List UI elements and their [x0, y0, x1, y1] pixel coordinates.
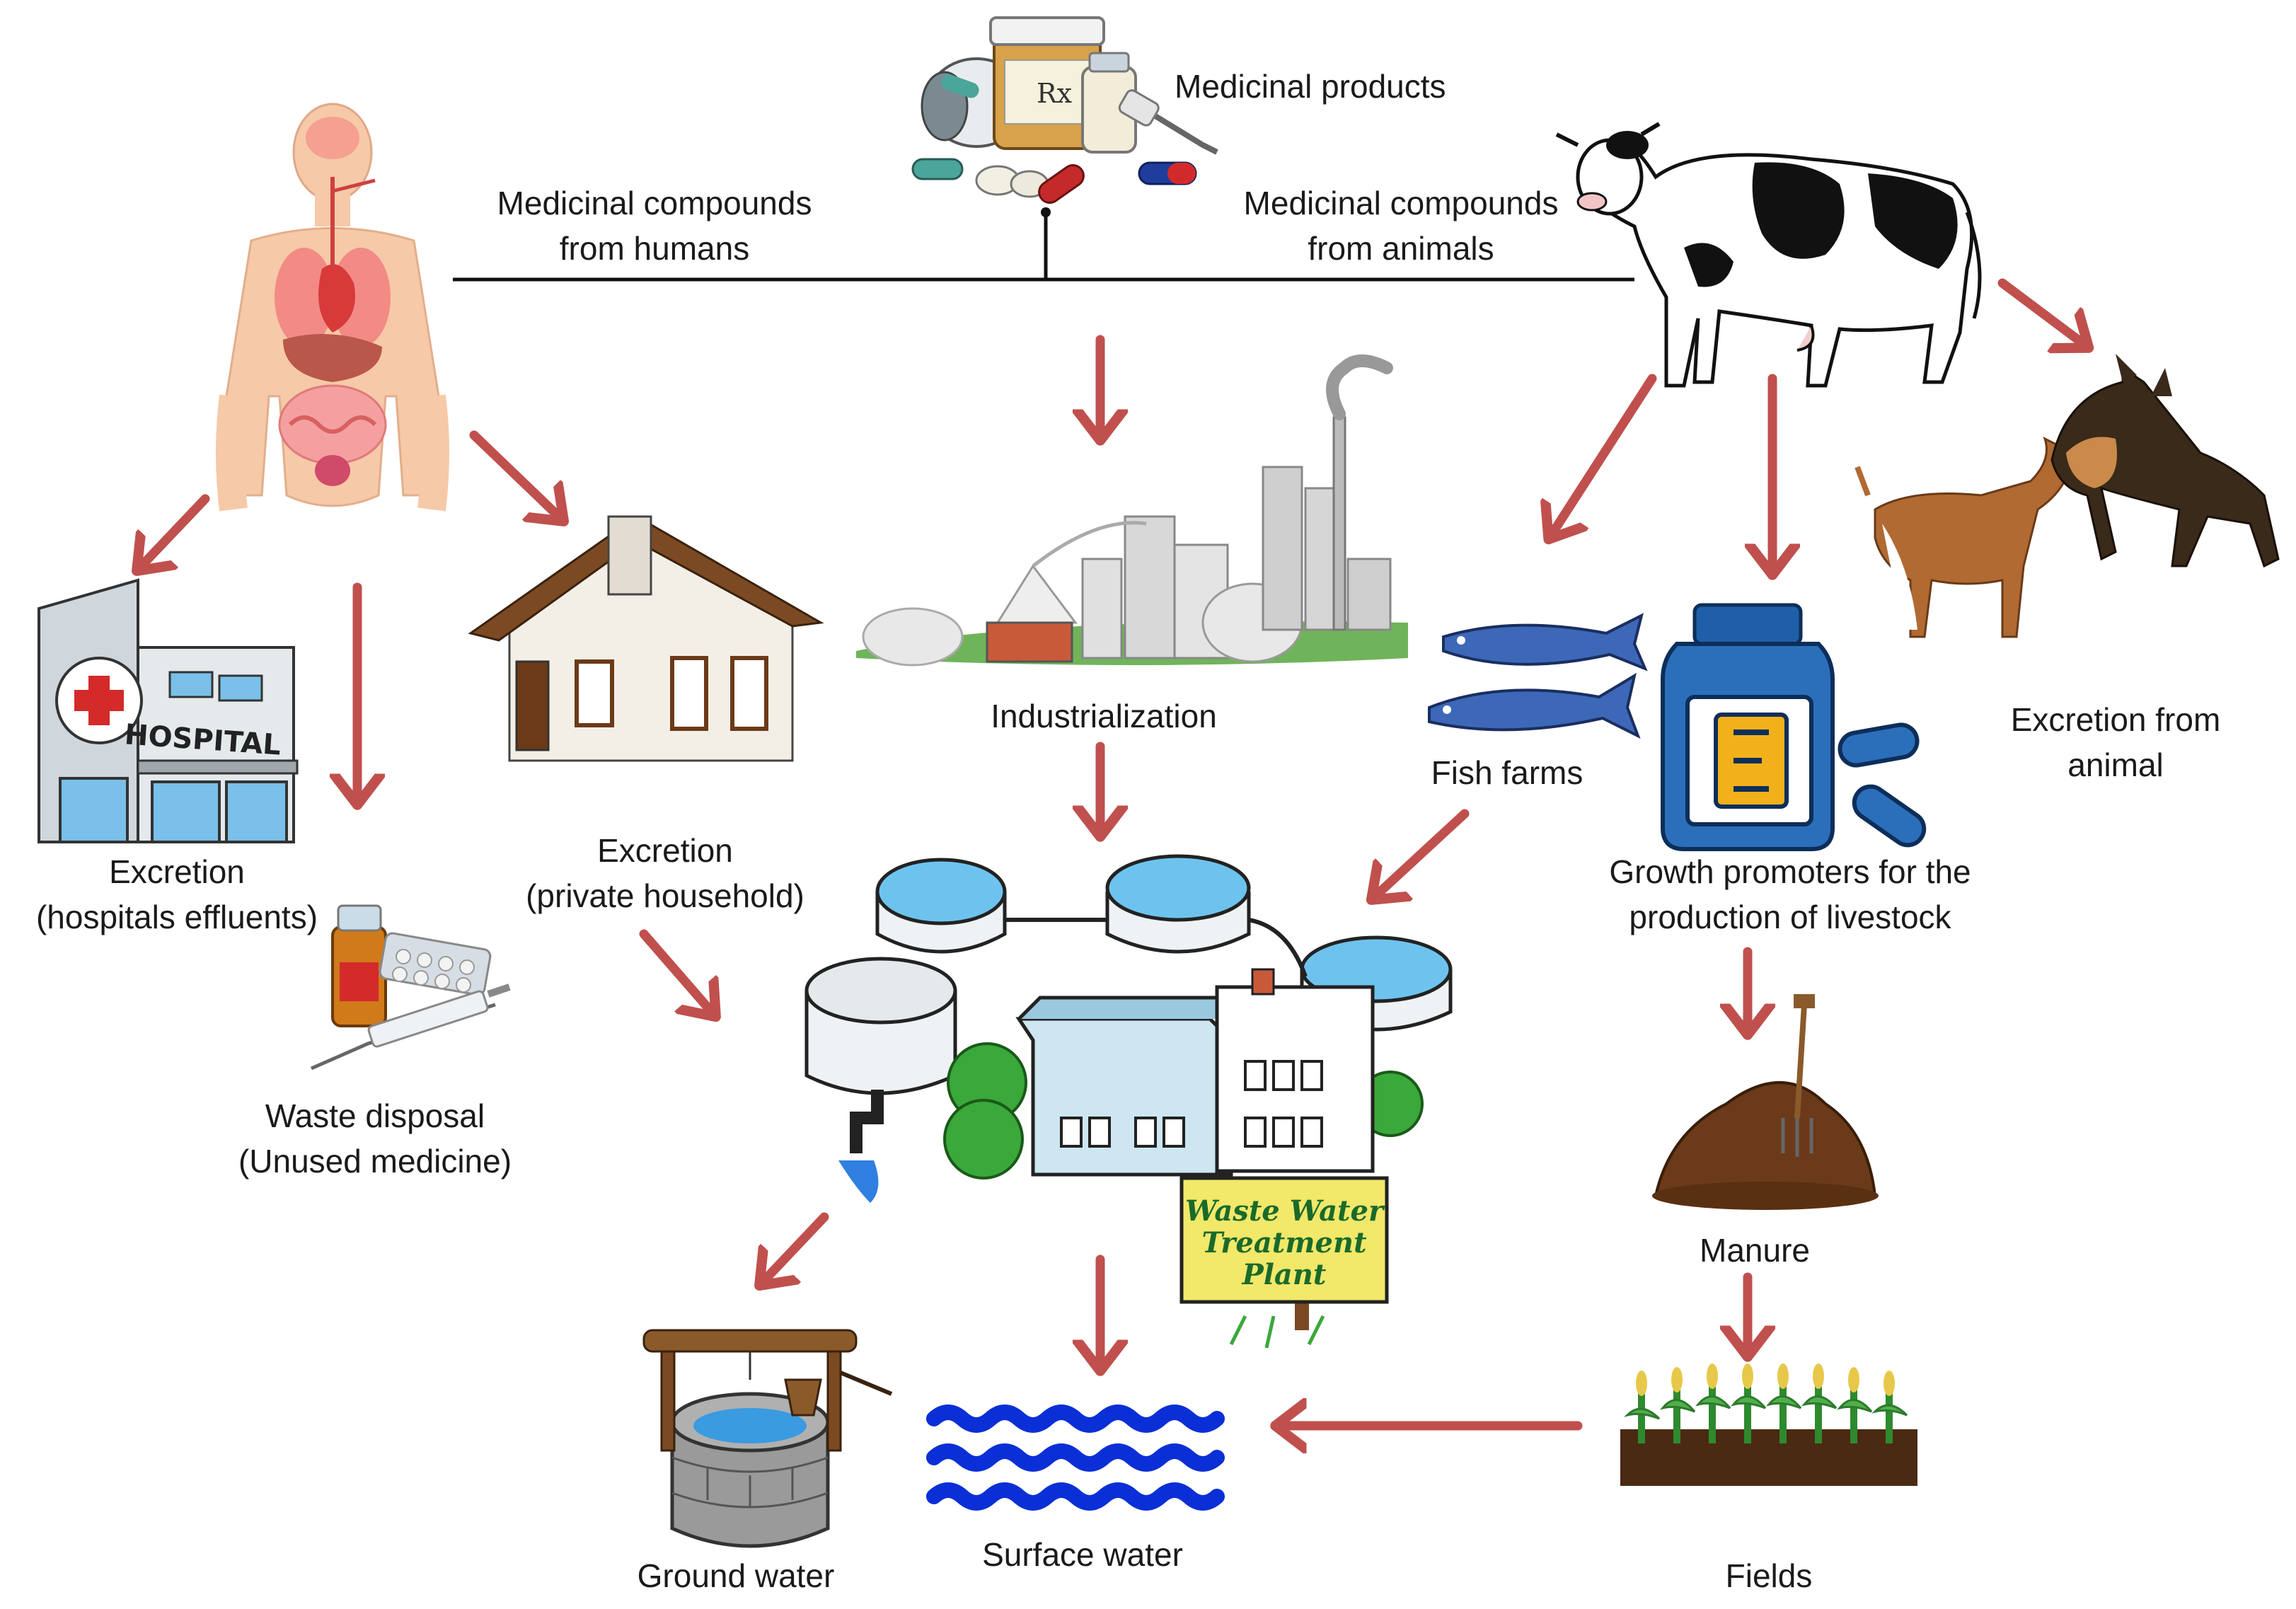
arrow-fish-to-plant [1373, 809, 1470, 899]
label-hospital-line-1: Excretion [109, 853, 245, 890]
label-from-animals-line-2: from animals [1308, 230, 1494, 267]
human-body-icon [216, 103, 449, 512]
label-fish-farms: Fish farms [1431, 754, 1583, 791]
medicine-bottles-icon: Rx [911, 16, 1218, 204]
waste-medicine-icon [310, 904, 511, 1071]
arrow-house-to-plant [639, 929, 715, 1015]
label-surface-water: Surface water [982, 1536, 1183, 1573]
label-waste-disposal-line-2: (Unused medicine) [238, 1143, 512, 1180]
surface-water-icon [926, 1405, 1225, 1511]
label-from-animals-line-1: Medicinal compounds [1243, 185, 1559, 221]
medicine-jar-icon [1661, 603, 1927, 851]
plant-sign-line-3: Plant [1242, 1258, 1327, 1291]
treatment-plant-icon: Waste Water Treatment Plant [804, 854, 1453, 1349]
label-ground-water: Ground water [637, 1557, 835, 1594]
arrow-human-to-house [469, 430, 563, 520]
label-household-line-1: Excretion [597, 832, 733, 869]
arrow-plant-to-ground [761, 1212, 829, 1284]
label-industrialization: Industrialization [991, 698, 1217, 734]
arrow-cow-to-fish [1550, 374, 1657, 538]
label-from-humans-line-2: from humans [559, 230, 750, 267]
label-from-humans: Medicinal compounds from humans [463, 180, 846, 271]
label-waste-disposal-line-1: Waste disposal [265, 1097, 485, 1134]
label-from-humans-line-1: Medicinal compounds [497, 185, 812, 221]
label-growth-promoters-line-2: production of livestock [1629, 899, 1951, 935]
goat-dog-icon [1854, 354, 2280, 638]
cow-icon [1555, 122, 1982, 388]
label-excretion-animal-line-2: animal [2067, 746, 2164, 783]
arrow-cow-to-animals [1997, 278, 2087, 347]
label-growth-promoters-line-1: Growth promoters for the [1609, 853, 1971, 890]
label-household: Excretion (private household) [495, 828, 835, 918]
label-medicinal-products: Medicinal products [1175, 68, 1446, 105]
label-manure: Manure [1700, 1232, 1810, 1269]
label-fields: Fields [1725, 1557, 1813, 1594]
plant-sign-line-1: Waste Water [1185, 1194, 1385, 1228]
well-icon [642, 1329, 893, 1548]
label-household-line-2: (private household) [526, 877, 804, 914]
label-excretion-animal-line-1: Excretion from [2010, 701, 2221, 738]
rx-label: Rx [1037, 78, 1072, 109]
field-icon [1620, 1363, 1917, 1486]
manure-icon [1652, 994, 1879, 1210]
label-from-animals: Medicinal compounds from animals [1210, 180, 1592, 271]
label-growth-promoters: Growth promoters for the production of l… [1564, 849, 2017, 940]
arrow-human-to-hospital [138, 494, 210, 570]
label-hospital-line-2: (hospitals effluents) [35, 899, 318, 935]
label-waste-disposal: Waste disposal (Unused medicine) [212, 1093, 538, 1184]
label-excretion-animal: Excretion from animal [1981, 697, 2250, 788]
plant-sign-line-2: Treatment [1201, 1226, 1367, 1259]
fish-icon [1428, 613, 1648, 739]
house-icon [468, 515, 824, 762]
label-hospital: Excretion (hospitals effluents) [7, 849, 347, 940]
factory-icon [856, 354, 1408, 667]
hospital-icon: HOSPITAL [38, 578, 299, 843]
